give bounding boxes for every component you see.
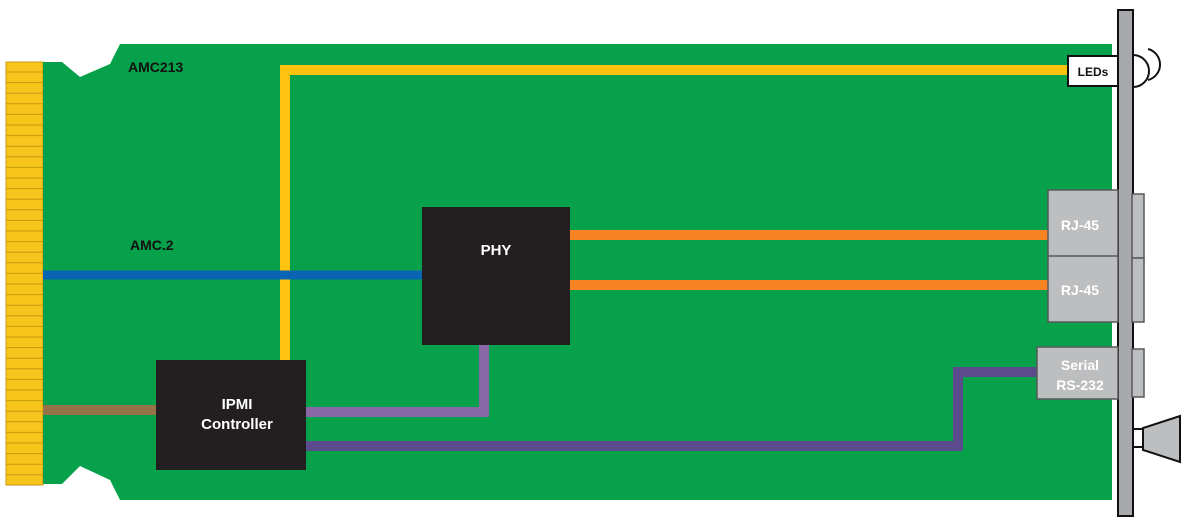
faceplate bbox=[1117, 9, 1181, 517]
bus-label-amc2: AMC.2 bbox=[130, 237, 174, 253]
serial-port: Serial RS-232 bbox=[1036, 346, 1145, 400]
leds-port: LEDs bbox=[1067, 55, 1119, 87]
led-trace bbox=[280, 65, 1075, 360]
ipmi-label-line2: Controller bbox=[201, 416, 273, 433]
edge-connector bbox=[5, 61, 44, 486]
ipmi-controller-chip: IPMI Controller bbox=[156, 360, 306, 470]
rj45-port-1: RJ-45 bbox=[1047, 189, 1145, 259]
led-bezel bbox=[1132, 54, 1150, 88]
serial-label-line1: Serial bbox=[1061, 357, 1099, 373]
phy-chip: PHY bbox=[422, 207, 570, 345]
leds-label: LEDs bbox=[1078, 65, 1109, 79]
serial-label-line2: RS-232 bbox=[1056, 377, 1104, 393]
serial-trace bbox=[305, 367, 1037, 451]
board-title: AMC213 bbox=[128, 59, 183, 75]
rj45-port-2: RJ-45 bbox=[1047, 255, 1145, 323]
phy-label: PHY bbox=[481, 242, 512, 259]
phy-mgmt-trace bbox=[305, 345, 489, 417]
rj45-label-2: RJ-45 bbox=[1061, 282, 1099, 298]
ejector-handle bbox=[1142, 414, 1181, 464]
rj45-label-1: RJ-45 bbox=[1061, 217, 1099, 233]
pcb-board bbox=[43, 44, 1112, 500]
ipmi-label-line1: IPMI bbox=[222, 396, 253, 413]
